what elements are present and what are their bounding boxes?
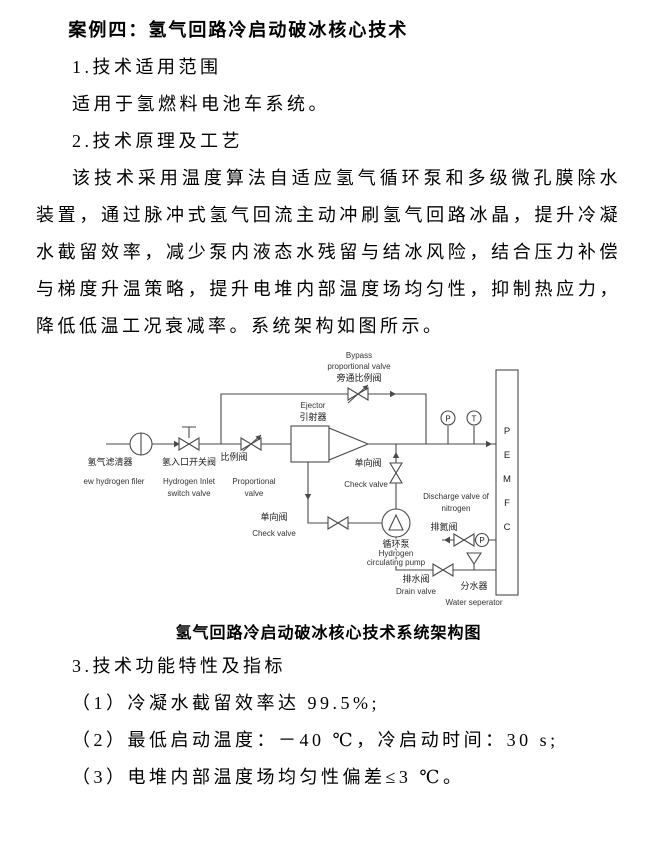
- section2-heading: 2.技术原理及工艺: [72, 131, 243, 151]
- inlet-switch-valve-symbol: [178, 426, 200, 451]
- ejector-body-icon: [290, 425, 330, 463]
- bypass-valve-label-zh: 旁通比例阀: [336, 372, 381, 383]
- flow-arrow-right-icon: [174, 440, 180, 448]
- ejector-symbol: [290, 425, 370, 463]
- stack-letter-2: E: [504, 450, 510, 461]
- hydrogen-filter-symbol: [129, 432, 153, 456]
- recirculation-line: [307, 462, 382, 524]
- figure-caption: 氢气回路冷启动破冰核心技术系统架构图: [175, 625, 482, 642]
- drain-valve-label-zh: 排水阀: [402, 573, 429, 584]
- pump-impeller-icon: [388, 513, 404, 531]
- pump-label-zh: 循环泵: [382, 538, 409, 549]
- pump-label-en1: Hydrogen: [379, 549, 414, 558]
- variable-arrowhead-icon: [255, 435, 261, 441]
- nitrogen-valve-label-en2: nitrogen: [442, 504, 471, 513]
- valve-handle-icon: [182, 426, 196, 438]
- proportional-valve-label-en2: valve: [245, 489, 264, 498]
- doc-title: 案例四：氢气回路冷启动破冰核心技术: [68, 20, 409, 40]
- nitrogen-valve-label-zh: 排氮阀: [430, 521, 457, 532]
- circulating-pump-symbol: [381, 508, 411, 538]
- stack-box-icon: [495, 369, 519, 596]
- pressure-sensor-icon: [440, 410, 456, 426]
- pressure-sensor-symbol: [440, 410, 456, 426]
- check-valve-lower-label-en: Check valve: [252, 529, 296, 538]
- proportional-valve-label-en1: Proportional: [232, 477, 275, 486]
- filter-label-zh: 氢气滤清器: [87, 456, 132, 467]
- inlet-valve-label-en2: switch valve: [167, 489, 211, 498]
- check-valve-lower-label-zh: 单向阀: [260, 511, 287, 522]
- section3-heading: 3.技术功能特性及指标: [72, 656, 286, 676]
- stack-letter-1: P: [504, 426, 510, 437]
- bypass-valve-symbol: [347, 384, 369, 404]
- fuel-cell-stack-symbol: [495, 369, 519, 596]
- separator-label-en: Water seperator: [445, 598, 502, 607]
- check-valve-upper-label-zh: 单向阀: [354, 457, 381, 468]
- stack-letter-4: F: [504, 498, 510, 509]
- check-valve-lower-symbol: [327, 516, 349, 530]
- proportional-valve-symbol: [240, 434, 262, 454]
- system-architecture-figure: 氢气滤清器 ew hydrogen filer 氢入口开关阀 Hydrogen …: [76, 348, 621, 620]
- spec-item-1: （1）冷凝水截留效率达 99.5%;: [72, 693, 380, 713]
- separator-funnel-icon: [465, 552, 483, 566]
- flow-arrow-stack-icon: [486, 440, 492, 448]
- temperature-sensor-label: T: [472, 415, 477, 424]
- inlet-valve-label-zh: 氢入口开关阀: [162, 456, 216, 467]
- pressure-sensor-label: P: [445, 415, 450, 424]
- pressure-sensor-icon: [474, 532, 490, 548]
- section2-body: 该技术采用温度算法自适应氢气循环泵和多级微孔膜除水装置，通过脉冲式氢气回流主动冲…: [36, 168, 621, 336]
- ejector-nozzle-icon: [328, 427, 370, 461]
- variable-arrowhead-icon: [362, 385, 368, 391]
- section1-heading: 1.技术适用范围: [72, 57, 222, 77]
- check-valve-upper-symbol: [389, 462, 403, 484]
- temperature-sensor-icon: [466, 410, 482, 426]
- bypass-line: [220, 393, 427, 444]
- valve-icon: [178, 437, 200, 451]
- separator-line: [395, 537, 496, 571]
- drain-valve-label-en: Drain valve: [396, 587, 437, 596]
- ejector-label-zh: 引射器: [299, 411, 326, 422]
- stack-letter-5: C: [504, 522, 511, 533]
- temperature-sensor-symbol: [466, 410, 482, 426]
- check-valve-upper-label-en: Check valve: [344, 480, 388, 489]
- system-diagram: 氢气滤清器 ew hydrogen filer 氢入口开关阀 Hydrogen …: [82, 350, 519, 608]
- spec-item-2: （2）最低启动温度：－40 ℃，冷启动时间：30 s;: [72, 730, 559, 750]
- check-valve-icon: [389, 462, 403, 484]
- pump-label-en2: circulating pump: [367, 558, 426, 567]
- drain-valve-symbol: [432, 563, 454, 577]
- separator-label-zh: 分水器: [460, 580, 487, 591]
- spec-item-3: （3）电堆内部温度场均匀性偏差≤3 ℃。: [72, 767, 465, 787]
- stack-letter-3: M: [503, 474, 511, 485]
- inlet-valve-label-en1: Hydrogen Inlet: [163, 477, 216, 486]
- water-separator-symbol: [465, 552, 483, 570]
- ejector-label-en: Ejector: [301, 401, 326, 410]
- section1-body: 适用于氢燃料电池车系统。: [72, 94, 330, 114]
- check-valve-icon: [327, 516, 349, 530]
- nitrogen-valve-label-en1: Discharge valve of: [423, 492, 490, 501]
- valve-icon: [432, 563, 454, 577]
- nitrogen-pressure-label: P: [479, 536, 484, 545]
- bypass-valve-label-en2: proportional valve: [327, 362, 391, 371]
- filter-label-en: ew hydrogen filer: [84, 477, 145, 486]
- nitrogen-discharge-valve-symbol: [453, 532, 490, 548]
- flow-arrow-up-icon: [392, 452, 400, 458]
- pump-icon: [381, 508, 411, 538]
- flow-arrows: [174, 390, 492, 544]
- flow-arrow-vent-icon: [444, 536, 450, 544]
- flow-arrow-down-icon: [304, 494, 312, 500]
- valve-icon: [453, 533, 475, 547]
- proportional-valve-label-zh: 比例阀: [220, 451, 247, 462]
- flow-arrow-bypass-icon: [390, 390, 396, 398]
- bypass-valve-label-en1: Bypass: [346, 351, 372, 360]
